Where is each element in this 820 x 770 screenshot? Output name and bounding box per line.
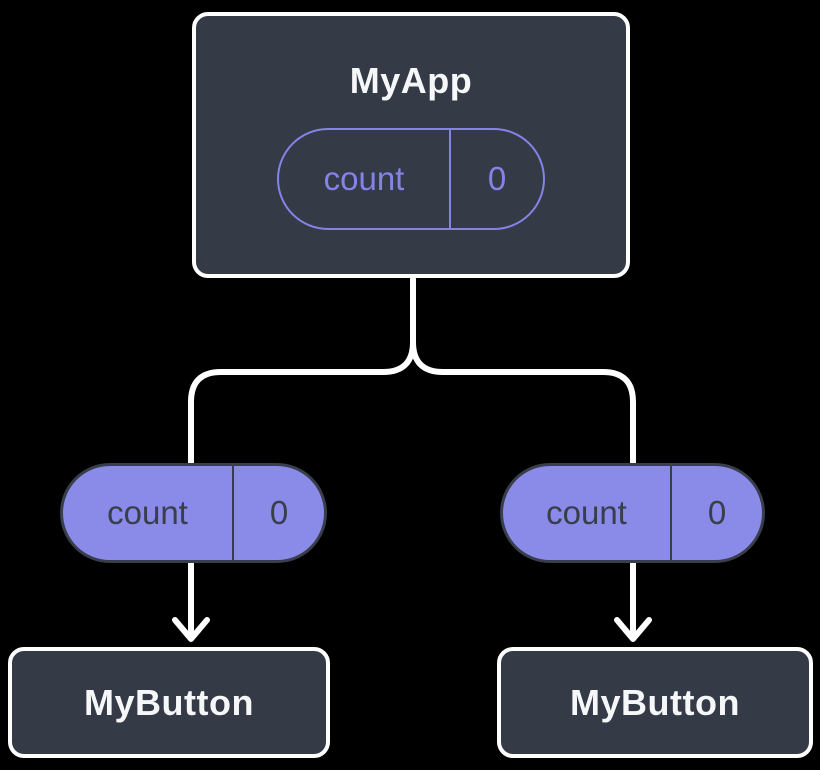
down-arrow-icon [614,617,652,642]
prop-name: count [546,494,627,531]
down-arrow-icon [172,617,210,642]
prop-value: 0 [670,466,762,560]
connector-right-branch [410,339,636,639]
prop-value: 0 [232,466,324,560]
mybutton-node-left: MyButton [8,647,330,758]
node-title: MyApp [349,60,473,101]
prop-pill-right: count 0 [500,463,765,563]
myapp-node: MyApp count 0 [192,12,630,278]
mybutton-node-right: MyButton [497,647,813,758]
state-name: count [323,160,405,197]
state-pill: count 0 [277,128,545,230]
state-value: 0 [449,130,543,228]
prop-name: count [107,494,188,531]
connector-trunk-left-branch [188,276,416,639]
prop-pill-left: count 0 [60,463,327,563]
node-title: MyButton [570,681,740,723]
node-title: MyButton [84,681,254,723]
